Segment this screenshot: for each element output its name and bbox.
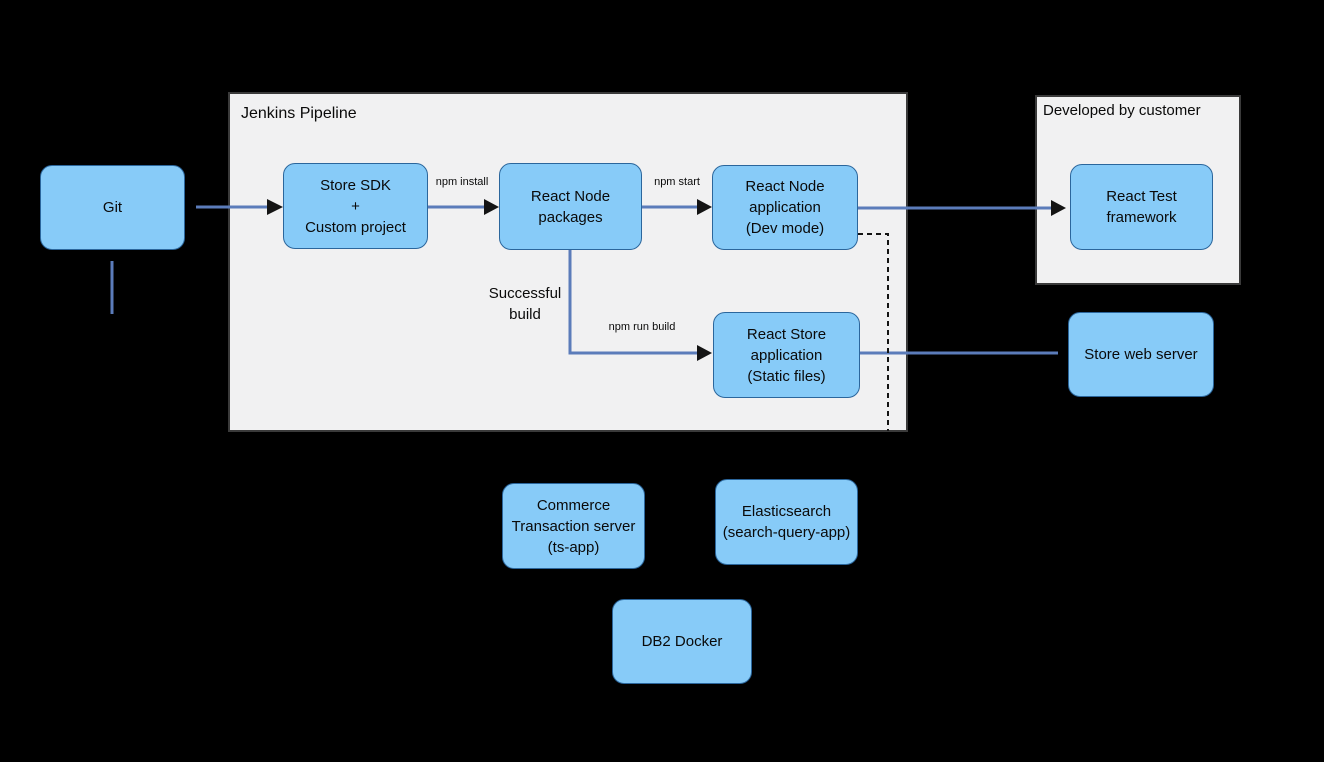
node-react-test-framework-label: React Test framework bbox=[1106, 188, 1177, 226]
node-git-label: Git bbox=[102, 199, 123, 216]
node-react-node-packages: React Node packages bbox=[499, 163, 642, 250]
node-elasticsearch: Elasticsearch (search-query-app) bbox=[715, 479, 858, 565]
node-react-node-application-label: React Node application (Dev mode) bbox=[745, 178, 825, 237]
node-db2-docker-label: DB2 Docker bbox=[641, 633, 723, 650]
edge-label-successful-build: Successful build bbox=[488, 285, 562, 323]
node-store-sdk-label: Store SDK + Custom project bbox=[305, 176, 406, 236]
node-store-web-server: Store web server bbox=[1068, 312, 1214, 397]
packages-to-storeapp-connector bbox=[568, 250, 697, 355]
node-db2-docker: DB2 Docker bbox=[612, 599, 752, 684]
node-react-node-packages-label: React Node packages bbox=[530, 187, 611, 226]
node-store-sdk: Store SDK + Custom project bbox=[283, 163, 428, 249]
node-store-web-server-label: Store web server bbox=[1084, 346, 1198, 363]
node-commerce-transaction-server-label: Commerce Transaction server (ts-app) bbox=[511, 496, 636, 556]
node-commerce-transaction-server: Commerce Transaction server (ts-app) bbox=[502, 483, 645, 569]
jenkins-pipeline-container: Jenkins Pipeline bbox=[228, 92, 908, 432]
node-react-store-application-label: React Store application (Static files) bbox=[746, 325, 827, 385]
edge-label-npm-start: npm start bbox=[654, 176, 700, 188]
node-react-node-application: React Node application (Dev mode) bbox=[712, 165, 858, 250]
app-to-test-arrowhead bbox=[1051, 200, 1066, 216]
packages-to-storeapp-arrowhead bbox=[697, 345, 712, 361]
jenkins-pipeline-label: Jenkins Pipeline bbox=[241, 105, 357, 122]
node-elasticsearch-label: Elasticsearch (search-query-app) bbox=[722, 503, 851, 541]
node-git: Git bbox=[40, 165, 185, 250]
edge-label-npm-run-build: npm run build bbox=[608, 321, 676, 333]
app-dashed-connector bbox=[858, 233, 889, 431]
sdk-to-packages-arrowhead bbox=[484, 199, 499, 215]
node-react-test-framework: React Test framework bbox=[1070, 164, 1213, 250]
git-to-sdk-arrowhead bbox=[267, 199, 283, 215]
edge-label-npm-install: npm install bbox=[435, 176, 489, 188]
node-react-store-application: React Store application (Static files) bbox=[713, 312, 860, 398]
developed-by-customer-label: Developed by customer bbox=[1043, 102, 1201, 119]
packages-to-app-arrowhead bbox=[697, 199, 712, 215]
